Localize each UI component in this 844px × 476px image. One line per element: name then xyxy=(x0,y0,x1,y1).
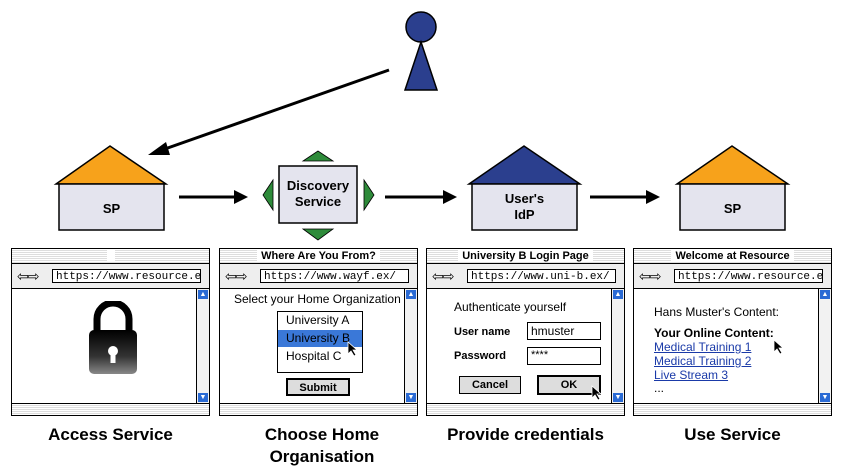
url-bar: ⇦⇨ https://www.resource.ex/ xyxy=(12,264,209,289)
scroll-down-arrow-icon[interactable]: ▼ xyxy=(820,393,830,402)
submit-button[interactable]: Submit xyxy=(286,378,350,396)
sp-house-2 xyxy=(674,145,791,231)
sp-label: SP xyxy=(102,201,121,216)
list-item-selected[interactable]: University B xyxy=(278,330,362,347)
caption-use-service: Use Service xyxy=(684,425,781,444)
password-label: Password xyxy=(454,350,506,362)
content-link[interactable]: Medical Training 1 xyxy=(654,340,752,354)
window-title: Where Are You From? xyxy=(257,250,380,262)
scroll-up-arrow-icon[interactable]: ▲ xyxy=(613,290,623,299)
window-title-bar: University B Login Page xyxy=(427,249,624,264)
page-content: Hans Muster's Content: Your Online Conte… xyxy=(634,289,819,403)
more-ellipsis: ... xyxy=(654,381,665,395)
vertical-scrollbar[interactable]: ▲▼ xyxy=(404,289,417,403)
username-field[interactable]: hmuster xyxy=(527,322,601,340)
mouse-cursor-icon xyxy=(591,385,603,401)
browser-window-login: University B Login Page ⇦⇨ https://www.u… xyxy=(426,248,625,416)
nav-arrows-icon[interactable]: ⇦⇨ xyxy=(17,268,39,284)
select-prompt: Select your Home Organization xyxy=(234,292,401,306)
nav-arrows-icon[interactable]: ⇦⇨ xyxy=(639,268,661,284)
scroll-down-arrow-icon[interactable]: ▼ xyxy=(613,393,623,402)
discovery-label: Discovery Service xyxy=(286,178,350,209)
vertical-scrollbar[interactable]: ▲▼ xyxy=(611,289,624,403)
address-field[interactable]: https://www.resource.ex/ xyxy=(52,269,201,283)
password-field[interactable]: **** xyxy=(527,347,601,365)
address-field[interactable]: https://www.wayf.ex/ xyxy=(260,269,409,283)
address-field[interactable]: https://www.uni-b.ex/ xyxy=(467,269,616,283)
idp-label: User's IdP xyxy=(504,191,545,222)
idp-house xyxy=(466,145,583,231)
vertical-scrollbar[interactable]: ▲▼ xyxy=(196,289,209,403)
ok-button[interactable]: OK xyxy=(537,375,601,395)
page-content: Select your Home Organization University… xyxy=(220,289,405,403)
horizontal-scrollbar[interactable] xyxy=(427,403,624,415)
mouse-cursor-icon xyxy=(347,341,359,357)
window-title-bar xyxy=(12,249,209,264)
lock-icon xyxy=(89,301,137,374)
cancel-button[interactable]: Cancel xyxy=(459,376,521,394)
scroll-up-arrow-icon[interactable]: ▲ xyxy=(406,290,416,299)
arrow-idp-to-sp xyxy=(590,190,660,204)
horizontal-scrollbar[interactable] xyxy=(634,403,831,415)
sp-house xyxy=(53,145,169,231)
content-link[interactable]: Live Stream 3 xyxy=(654,368,729,382)
caption-access-service: Access Service xyxy=(48,425,173,444)
list-item[interactable]: University A xyxy=(286,313,350,327)
window-title: University B Login Page xyxy=(458,250,593,262)
scroll-down-arrow-icon[interactable]: ▼ xyxy=(198,393,208,402)
page-content: Authenticate yourself User name hmuster … xyxy=(427,289,612,403)
browser-window-wayf: Where Are You From? ⇦⇨ https://www.wayf.… xyxy=(219,248,418,416)
vertical-scrollbar[interactable]: ▲▼ xyxy=(818,289,831,403)
address-field[interactable]: https://www.resource.ex/ xyxy=(674,269,823,283)
browser-window-resource: Welcome at Resource ⇦⇨ https://www.resou… xyxy=(633,248,832,416)
arrow-user-to-sp xyxy=(148,68,390,155)
organization-listbox[interactable]: University A University B Hospital C xyxy=(277,311,363,373)
scroll-up-arrow-icon[interactable]: ▲ xyxy=(820,290,830,299)
person-icon xyxy=(403,11,439,91)
caption-choose-home-organisation: Choose Home Organisation xyxy=(264,425,380,466)
window-title-bar: Welcome at Resource xyxy=(634,249,831,264)
browser-window-access: ⇦⇨ https://www.resource.ex/ ▲▼ xyxy=(11,248,210,416)
window-title-bar: Where Are You From? xyxy=(220,249,417,264)
url-bar: ⇦⇨ https://www.wayf.ex/ xyxy=(220,264,417,289)
url-bar: ⇦⇨ https://www.uni-b.ex/ xyxy=(427,264,624,289)
horizontal-scrollbar[interactable] xyxy=(220,403,417,415)
url-bar: ⇦⇨ https://www.resource.ex/ xyxy=(634,264,831,289)
nav-arrows-icon[interactable]: ⇦⇨ xyxy=(432,268,454,284)
content-intro: Hans Muster's Content: xyxy=(654,305,780,319)
scroll-down-arrow-icon[interactable]: ▼ xyxy=(406,393,416,402)
username-label: User name xyxy=(454,326,511,338)
horizontal-scrollbar[interactable] xyxy=(12,403,209,415)
list-item[interactable]: Hospital C xyxy=(286,349,342,363)
caption-provide-credentials: Provide credentials xyxy=(447,425,604,444)
login-heading: Authenticate yourself xyxy=(454,300,567,314)
page-content xyxy=(12,289,197,403)
window-title: Welcome at Resource xyxy=(671,250,794,262)
mouse-cursor-icon xyxy=(773,339,785,355)
content-heading: Your Online Content: xyxy=(654,326,774,340)
arrow-sp-to-discovery xyxy=(179,190,248,204)
nav-arrows-icon[interactable]: ⇦⇨ xyxy=(225,268,247,284)
discovery-service xyxy=(262,150,375,241)
scroll-up-arrow-icon[interactable]: ▲ xyxy=(198,290,208,299)
content-link[interactable]: Medical Training 2 xyxy=(654,354,752,368)
sp-label-2: SP xyxy=(723,201,742,216)
arrow-discovery-to-idp xyxy=(385,190,457,204)
flow-diagram xyxy=(53,11,791,241)
